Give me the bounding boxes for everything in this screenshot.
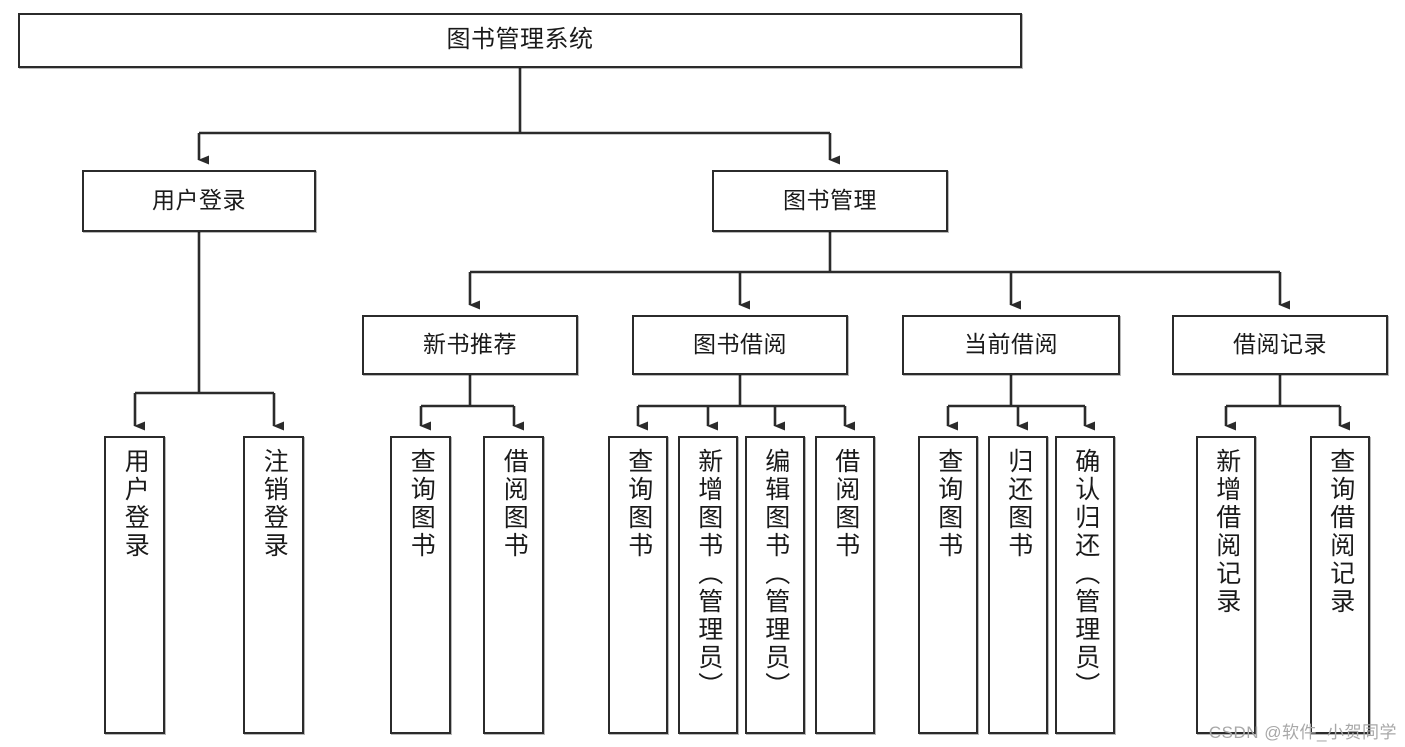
node-label: 借阅记录: [1233, 331, 1327, 358]
watermark-text: CSDN @软件_小贺同学: [1208, 723, 1397, 742]
node-leaf-12[interactable]: 新增借阅记录: [1196, 436, 1256, 734]
node-label: 查询图书: [934, 448, 963, 560]
node-l3-current[interactable]: 当前借阅: [902, 315, 1120, 375]
node-label: 查询借阅记录: [1326, 448, 1355, 616]
node-label: 查询图书: [624, 448, 653, 560]
node-label: 用户登录: [152, 187, 246, 214]
node-label: 用户登录: [121, 448, 150, 560]
node-label: 当前借阅: [964, 331, 1058, 358]
node-leaf-7[interactable]: 编辑图书（管理员）: [745, 436, 805, 734]
node-leaf-9[interactable]: 查询图书: [918, 436, 978, 734]
node-label: 新增借阅记录: [1212, 448, 1241, 616]
node-label: 新增图书（管理员）: [694, 448, 723, 700]
node-label: 查询图书: [407, 448, 436, 560]
node-l2-login[interactable]: 用户登录: [82, 170, 316, 232]
node-leaf-13[interactable]: 查询借阅记录: [1310, 436, 1370, 734]
node-label: 图书管理: [783, 187, 877, 214]
node-leaf-3[interactable]: 查询图书: [390, 436, 451, 734]
node-leaf-11[interactable]: 确认归还（管理员）: [1055, 436, 1115, 734]
node-label: 归还图书: [1004, 448, 1033, 560]
node-leaf-10[interactable]: 归还图书: [988, 436, 1048, 734]
node-l2-book[interactable]: 图书管理: [712, 170, 948, 232]
node-leaf-2[interactable]: 注销登录: [243, 436, 304, 734]
node-label: 确认归还（管理员）: [1071, 448, 1100, 700]
node-leaf-4[interactable]: 借阅图书: [483, 436, 544, 734]
node-root[interactable]: 图书管理系统: [18, 13, 1022, 68]
node-label: 借阅图书: [500, 448, 529, 560]
node-l3-new[interactable]: 新书推荐: [362, 315, 578, 375]
node-l3-borrow[interactable]: 图书借阅: [632, 315, 848, 375]
node-label: 图书管理系统: [446, 26, 594, 54]
node-label: 编辑图书（管理员）: [761, 448, 790, 700]
node-label: 图书借阅: [693, 331, 787, 358]
node-leaf-8[interactable]: 借阅图书: [815, 436, 875, 734]
node-leaf-1[interactable]: 用户登录: [104, 436, 165, 734]
node-leaf-5[interactable]: 查询图书: [608, 436, 668, 734]
node-label: 借阅图书: [831, 448, 860, 560]
node-l3-record[interactable]: 借阅记录: [1172, 315, 1388, 375]
node-label: 新书推荐: [423, 331, 517, 358]
node-leaf-6[interactable]: 新增图书（管理员）: [678, 436, 738, 734]
node-label: 注销登录: [260, 448, 289, 560]
